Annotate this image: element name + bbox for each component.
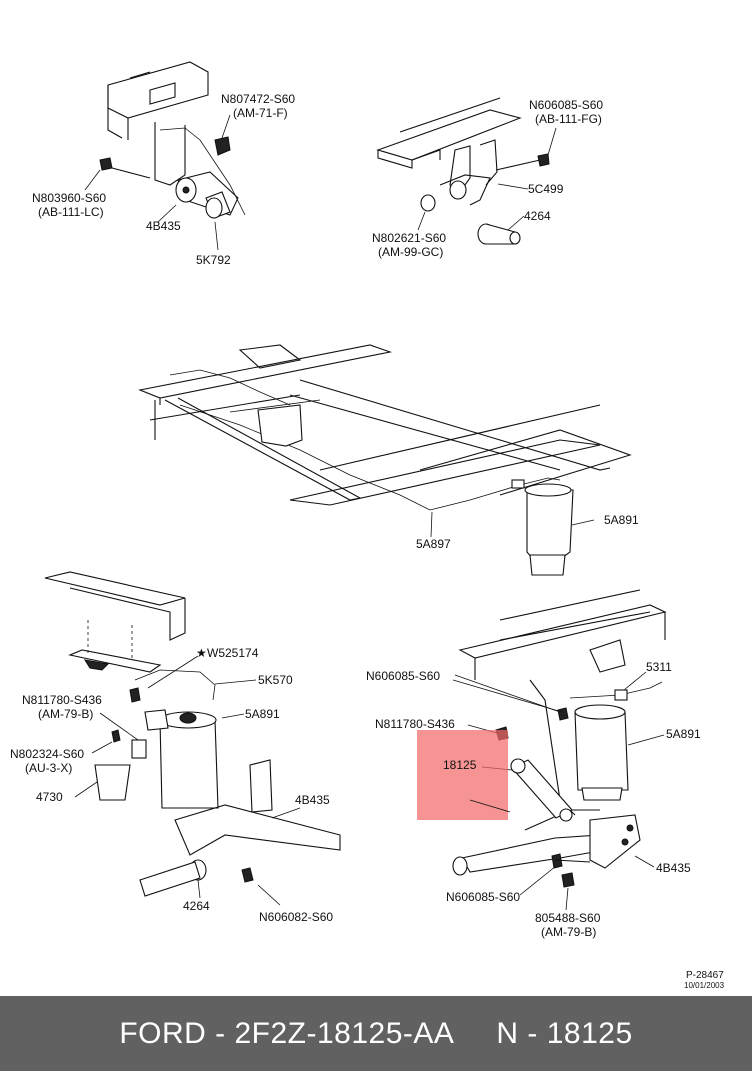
shock-absorber-18125 <box>469 758 573 822</box>
suspension-diagram: N807472-S60 (AM-71-F) N803960-S60 (AB-11… <box>10 61 725 990</box>
label-tl-fastener-top: N807472-S60 <box>221 92 295 106</box>
label-tl-bolt: N803960-S60 <box>32 191 106 205</box>
label-bl-clip: N811780-S436 <box>22 693 102 707</box>
label-bl-sensor: 4730 <box>36 790 63 804</box>
label-bl-star: ★ <box>196 646 207 660</box>
detail-bottom-right <box>452 589 667 911</box>
label-bl-nut: N802324-S60 <box>10 747 84 761</box>
label-bl-nut-spec: (AU-3-X) <box>25 761 72 775</box>
label-br-arm: 4B435 <box>656 861 691 875</box>
part-reference: N - 18125 <box>496 1016 633 1050</box>
highlight-18125 <box>417 730 508 820</box>
label-br-nut: 805488-S60 <box>535 911 601 925</box>
detail-top-left <box>84 61 246 251</box>
label-bl-bushing: 4264 <box>183 899 210 913</box>
label-tr-nut-spec: (AM-99-GC) <box>378 245 443 259</box>
label-br-bolt-bottom: N606085-S60 <box>446 890 520 904</box>
label-bl-arm: 4B435 <box>295 793 330 807</box>
label-bl-bag: 5A891 <box>245 707 280 721</box>
label-br-sensor: 5311 <box>646 660 672 674</box>
label-br-bag: 5A891 <box>666 727 701 741</box>
label-br-clip: N811780-S436 <box>375 717 455 731</box>
label-tr-bushing: 4264 <box>524 209 551 223</box>
label-br-shock: 18125 <box>443 758 477 772</box>
stamp-ref: P-28467 <box>686 970 724 981</box>
label-tr-bolt: N606085-S60 <box>529 98 603 112</box>
detail-top-right <box>376 97 557 245</box>
label-mid-bag: 5A891 <box>604 513 639 527</box>
label-mid-line: 5A897 <box>416 537 451 551</box>
label-tr-bracket: 5C499 <box>528 182 564 196</box>
part-number: FORD - 2F2Z-18125-AA <box>119 1016 455 1050</box>
label-br-bolt-top: N606085-S60 <box>366 669 440 683</box>
label-tl-arm: 4B435 <box>146 219 181 233</box>
part-number-bar: FORD - 2F2Z-18125-AA N - 18125 <box>0 996 752 1071</box>
stamp-date: 10/01/2003 <box>684 981 725 990</box>
label-bl-bolt: N606082-S60 <box>259 910 333 924</box>
label-tl-bolt-spec: (AB-111-LC) <box>38 205 104 219</box>
label-tr-nut: N802621-S60 <box>372 231 446 245</box>
detail-bottom-left <box>44 571 341 906</box>
detail-frame-overview <box>138 344 632 576</box>
label-bl-clip-spec: (AM-79-B) <box>38 707 93 721</box>
label-tr-bolt-spec: (AB-111-FG) <box>535 112 602 126</box>
label-bl-line: 5K570 <box>258 673 293 687</box>
label-tl-bushing: 5K792 <box>196 253 231 267</box>
label-bl-screw: W525174 <box>207 646 259 660</box>
label-br-nut-spec: (AM-79-B) <box>541 925 596 939</box>
label-tl-fastener-top-spec: (AM-71-F) <box>233 106 288 120</box>
